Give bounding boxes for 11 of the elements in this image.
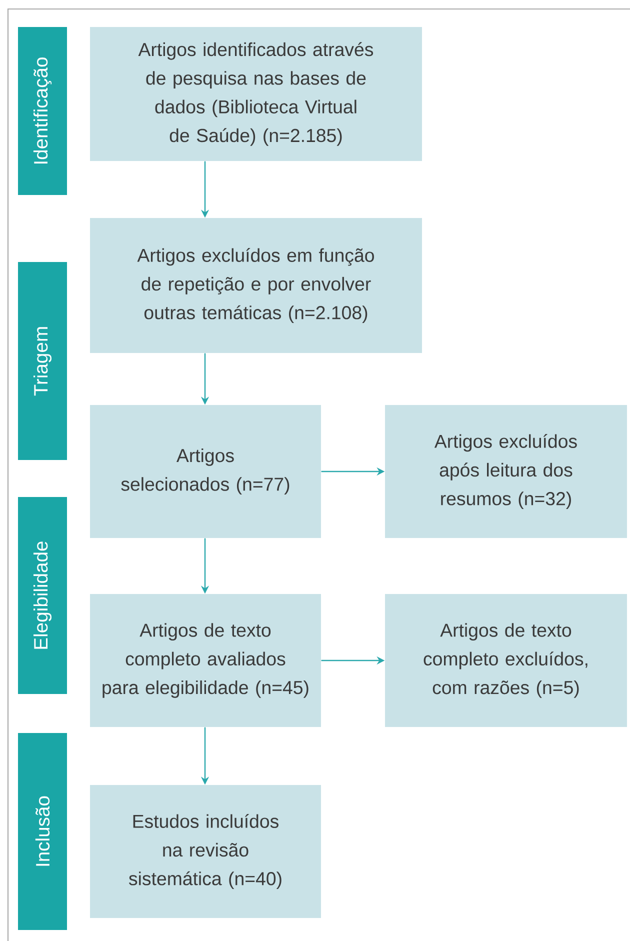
process-box: Artigos excluídos em função de repetição e por envolver outras temáticas (n=2.108)	[90, 218, 422, 353]
stage-band: Inclusão	[18, 733, 67, 930]
process-box: Artigos de texto completo avaliados para elegibilidade (n=45)	[90, 594, 321, 727]
process-box: Artigos excluídos após leitura dos resumos (n=32)	[385, 405, 627, 538]
process-box: Artigos de texto completo excluídos, com razões (n=5)	[385, 594, 627, 727]
process-box: Artigos identificados através de pesquisa nas bases de dados (Biblioteca Virtual de Saúde) (n=2.185)	[90, 27, 422, 161]
stage-band: Identificação	[18, 27, 67, 195]
process-box: Estudos incluídos na revisão sistemática (n=40)	[90, 785, 321, 918]
process-box: Artigos selecionados (n=77)	[90, 405, 321, 538]
stage-band: Elegibilidade	[18, 497, 67, 694]
stage-band: Triagem	[18, 262, 67, 460]
